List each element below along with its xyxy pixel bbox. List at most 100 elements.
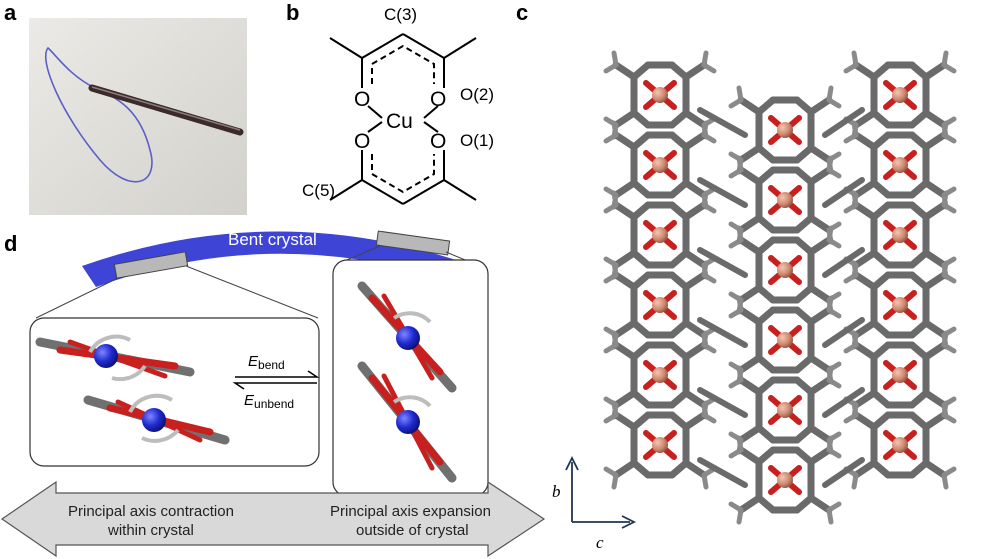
lattice-bond — [826, 225, 834, 243]
lattice-bond — [826, 85, 834, 103]
lattice-bond — [826, 155, 834, 173]
lattice-bond — [611, 330, 619, 348]
axis-b-head — [565, 455, 579, 471]
lattice-bond — [807, 354, 833, 374]
lattice-bond — [822, 177, 865, 208]
lattice-bond — [682, 389, 708, 409]
lattice-bond — [922, 389, 948, 409]
lattice-bond — [682, 109, 708, 129]
lattice-bond — [852, 131, 878, 151]
lattice-bond — [682, 341, 708, 361]
lattice-bond — [807, 494, 833, 514]
lattice-bond — [941, 400, 949, 418]
lattice-bond — [852, 341, 878, 361]
lattice-bond — [612, 249, 638, 269]
lattice-bond — [737, 236, 763, 256]
lattice-bond — [737, 284, 763, 304]
molecule-flat-upper — [35, 334, 195, 382]
lattice-bond — [851, 330, 859, 348]
equilibrium-arrows — [232, 370, 320, 390]
photo-background — [29, 18, 247, 215]
lattice-bond — [807, 144, 833, 164]
axis-c-label: c — [596, 533, 604, 552]
e-unbend-sub: unbend — [254, 397, 294, 411]
lattice-bond — [701, 260, 709, 278]
axis-b-label: b — [552, 482, 561, 501]
lattice-bond — [852, 179, 878, 199]
panel-label-a: a — [4, 0, 17, 25]
crystal-fiber-loop — [44, 46, 153, 183]
copper-atom — [777, 402, 793, 418]
lattice-bond — [922, 271, 948, 291]
label-o1: O(1) — [460, 131, 494, 150]
lattice-bond — [826, 435, 834, 453]
lattice-bond — [701, 190, 709, 208]
arrow-right-line1: Principal axis expansion — [330, 503, 491, 520]
lattice-bond — [737, 354, 763, 374]
zoom-markers — [35, 230, 471, 319]
lattice-bond — [852, 459, 878, 479]
copper-atom — [652, 157, 668, 173]
lattice-bond — [922, 109, 948, 129]
lattice-bond — [701, 330, 709, 348]
lattice-bond — [612, 201, 638, 221]
lattice-bond — [611, 400, 619, 418]
lattice-bond — [611, 190, 619, 208]
lattice-bond — [612, 411, 638, 431]
copper-atom — [777, 192, 793, 208]
lattice-bond — [682, 179, 708, 199]
copper-atom — [652, 367, 668, 383]
lattice-bond — [807, 376, 833, 396]
lattice-bond — [737, 144, 763, 164]
lattice-bond — [682, 201, 708, 221]
lattice-bond — [922, 341, 948, 361]
lattice-bond — [807, 214, 833, 234]
lattice-bond — [852, 411, 878, 431]
lattice-bond — [736, 85, 744, 103]
axis-c-head — [621, 515, 637, 529]
lattice-bond — [851, 190, 859, 208]
crystal-axes — [565, 455, 637, 529]
principal-axis-double-arrow — [0, 480, 546, 558]
lattice-bond — [612, 341, 638, 361]
lattice-bond — [922, 201, 948, 221]
panel-label-b: b — [286, 0, 299, 25]
copper-atom — [892, 437, 908, 453]
lattice-bond — [852, 319, 878, 339]
lattice-bond — [852, 61, 878, 81]
lattice-bond — [922, 319, 948, 339]
lattice-bond — [922, 131, 948, 151]
lattice-bond — [822, 317, 865, 348]
lattice-bond — [736, 155, 744, 173]
lattice-bond — [682, 271, 708, 291]
lattice-bond — [736, 507, 744, 525]
lattice-bond — [736, 435, 744, 453]
inset-contracted — [29, 317, 320, 467]
lattice-bond — [852, 201, 878, 221]
lattice-bond — [682, 249, 708, 269]
lattice-bond — [697, 107, 748, 138]
label-o2: O(2) — [460, 85, 494, 104]
zoom-marker-left — [113, 251, 189, 279]
molecule-tilt-lower — [357, 361, 457, 483]
lattice-bond — [736, 225, 744, 243]
lattice-bond — [822, 387, 865, 418]
lattice-bond — [611, 472, 619, 490]
arrow-right-line2: outside of crystal — [356, 522, 469, 539]
copper-atom — [652, 227, 668, 243]
arrow-left-line2: within crystal — [107, 522, 194, 539]
lattice-bond — [807, 306, 833, 326]
molecule-flat-lower — [83, 393, 230, 445]
lattice-bond — [737, 166, 763, 186]
lattice-bond — [851, 472, 859, 490]
lattice-bond — [682, 459, 708, 479]
lattice-bond — [826, 295, 834, 313]
lattice-bond — [822, 107, 865, 138]
zoom-marker-right — [375, 230, 451, 256]
copper-atom — [892, 87, 908, 103]
lattice-bond — [697, 177, 748, 208]
lattice-bond — [737, 446, 763, 466]
lattice-bond — [682, 411, 708, 431]
lattice-bond — [807, 166, 833, 186]
